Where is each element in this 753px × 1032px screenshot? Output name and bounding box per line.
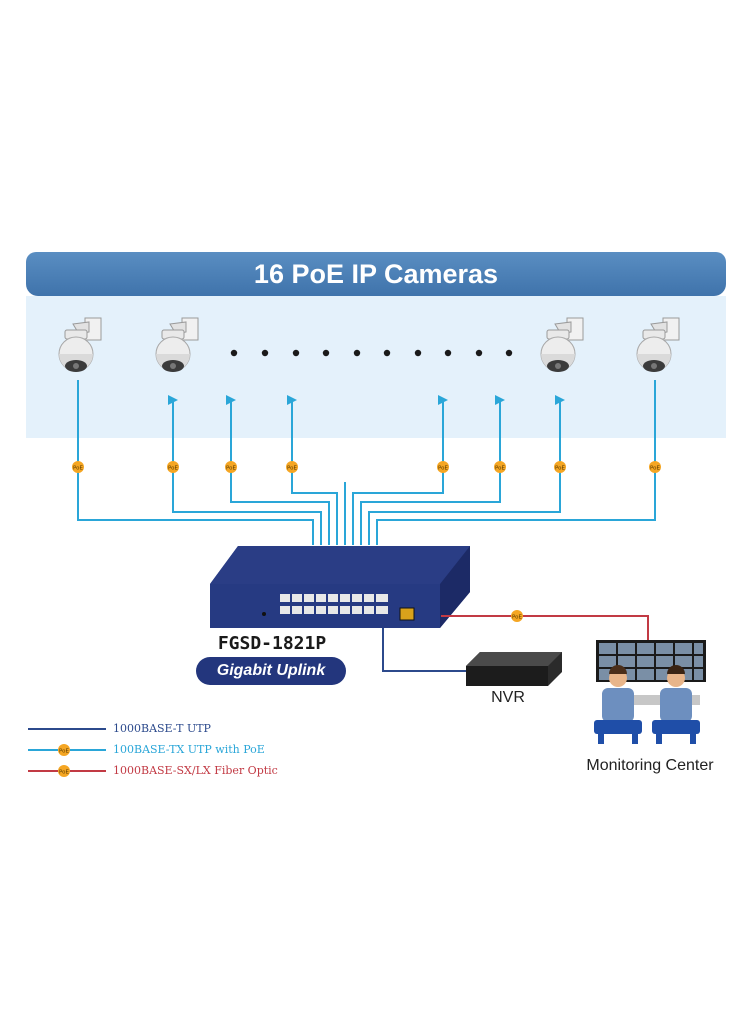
poe-badge: PoE: [167, 461, 179, 473]
poe-badge-text: PoE: [650, 466, 660, 472]
cameras-banner: 16 PoE IP Cameras: [26, 252, 726, 296]
poe-badge: PoE: [511, 610, 523, 622]
poe-badge-text: PoE: [168, 466, 178, 472]
poe-badge-text: PoE: [555, 466, 565, 472]
camera-15: [540, 317, 584, 373]
poe-badge: PoE: [72, 461, 84, 473]
poe-badge: PoE: [58, 744, 70, 756]
monitoring-center-illustration: [594, 640, 706, 744]
switch-ports: [280, 594, 388, 614]
poe-badge-text: PoE: [512, 615, 522, 621]
poe-badge: PoE: [494, 461, 506, 473]
nvr-label: NVR: [491, 689, 525, 706]
nvr-device: [466, 652, 562, 686]
poe-switch: [210, 546, 470, 628]
poe-badge: PoE: [58, 765, 70, 777]
poe-badge-text: PoE: [59, 749, 69, 755]
camera-2: [155, 317, 199, 373]
poe-badge-text: PoE: [73, 466, 83, 472]
utp-line-to-nvr: [382, 628, 466, 672]
legend-poe-label: 100BASE-TX UTP with PoE: [113, 743, 265, 756]
camera-1: [58, 317, 102, 373]
poe-badge: PoE: [554, 461, 566, 473]
poe-badge: PoE: [649, 461, 661, 473]
poe-badges: PoE PoE PoE PoE PoE PoE PoE PoE: [72, 461, 661, 473]
poe-badge-text: PoE: [495, 466, 505, 472]
poe-badge: PoE: [437, 461, 449, 473]
poe-badge-text: PoE: [438, 466, 448, 472]
poe-badge: PoE: [225, 461, 237, 473]
monitoring-center-label: Monitoring Center: [586, 757, 714, 774]
more-cameras-dots: [230, 349, 513, 357]
legend-utp-label: 1000BASE-T UTP: [113, 722, 211, 735]
gigabit-uplink-badge: Gigabit Uplink: [196, 657, 346, 685]
poe-cables: [77, 380, 656, 545]
camera-16: [636, 317, 680, 373]
sfp-port: [399, 607, 415, 621]
poe-badge-text: PoE: [59, 770, 69, 776]
camera-zone-background: [26, 296, 726, 438]
switch-model-label: FGSD-1821P: [217, 633, 327, 654]
poe-badge-text: PoE: [226, 466, 236, 472]
legend: PoE PoE: [28, 728, 106, 777]
poe-badge: PoE: [286, 461, 298, 473]
poe-badge-text: PoE: [287, 466, 297, 472]
legend-fiber-label: 1000BASE-SX/LX Fiber Optic: [113, 764, 278, 777]
fiber-line-to-monitoring: [441, 615, 649, 640]
